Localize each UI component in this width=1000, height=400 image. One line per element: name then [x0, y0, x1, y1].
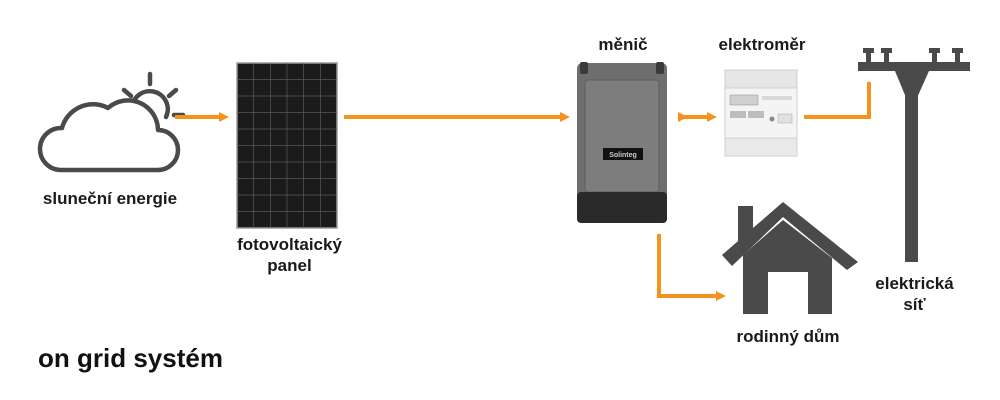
label-meter: elektroměr [718, 35, 806, 54]
connection-lines [175, 82, 871, 301]
label-inverter: měnič [598, 35, 648, 54]
sun-behind-cloud-icon [37, 71, 186, 173]
inverter-icon: Solinteg [577, 62, 667, 223]
house-icon [722, 202, 858, 314]
label-pv-panel: fotovoltaický panel [237, 235, 342, 275]
inverter-brand-text: Solinteg [609, 152, 637, 159]
label-house: rodinný dům [736, 327, 840, 346]
power-pole-icon [858, 48, 970, 262]
diagram-title: on grid systém [38, 343, 223, 373]
label-grid: elektrická síť [875, 274, 954, 314]
connection-inverter-house [657, 234, 726, 301]
solar-panel-icon [236, 62, 338, 229]
electricity-meter-icon [724, 69, 798, 157]
label-solar-energy: sluneční energie [42, 189, 178, 208]
connection-meter-grid [804, 82, 871, 119]
